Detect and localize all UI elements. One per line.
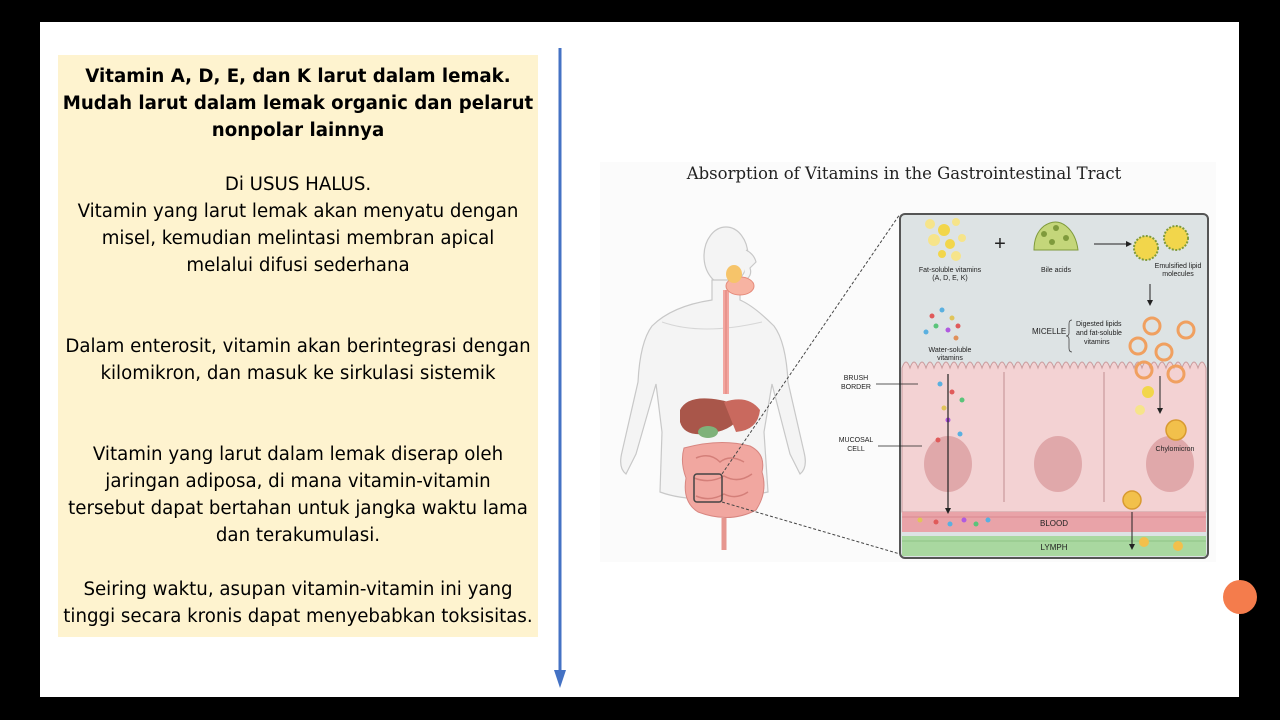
heading-line-1: Vitamin A, D, E, dan K larut dalam lemak…	[85, 66, 511, 87]
spacer	[62, 387, 534, 441]
paragraph-3-line-2: jaringan adiposa, di mana vitamin-vitami…	[105, 471, 491, 492]
bile-acids-icon	[1033, 221, 1079, 251]
slide: Vitamin A, D, E, dan K larut dalam lemak…	[40, 22, 1239, 697]
micelle-icon	[1128, 316, 1196, 384]
paragraph-3-line-3: tersebut dapat bertahan untuk jangka wak…	[68, 498, 528, 519]
spacer	[62, 549, 534, 576]
bile-acids-label: Bile acids	[1041, 267, 1071, 274]
paragraph-4-line-1: Seiring waktu, asupan vitamin-vitamin in…	[83, 579, 513, 600]
blood-label: BLOOD	[1040, 519, 1068, 528]
chylomicron-icon	[1122, 386, 1187, 551]
paragraph-2-line-1: Dalam enterosit, vitamin akan berintegra…	[65, 336, 531, 357]
fat-soluble-label-2: (A, D, E, K)	[932, 275, 967, 282]
paragraph-1-line-2: Vitamin yang larut lemak akan menyatu de…	[77, 201, 519, 222]
emulsified-lipid-icon	[1133, 225, 1189, 261]
water-soluble-vitamins-icon	[923, 307, 961, 341]
spacer	[62, 144, 534, 171]
paragraph-4-line-2: tinggi secara kronis dapat menyebabkan t…	[63, 606, 533, 627]
paragraph-1-line-4: melalui difusi sederhana	[186, 255, 410, 276]
water-soluble-label-2: vitamins	[937, 355, 963, 362]
vitamin-dots-in-cell	[917, 381, 991, 527]
fat-soluble-label-1: Fat-soluble vitamins	[919, 267, 982, 274]
heading-line-2: Mudah larut dalam lemak organic dan pela…	[62, 93, 534, 114]
spacer	[62, 279, 534, 333]
heading-line-3: nonpolar lainnya	[211, 120, 385, 141]
fat-soluble-vitamins-icon	[925, 218, 966, 261]
digested-label-1: Digested lipids	[1076, 321, 1122, 328]
diagram-title: Absorption of Vitamins in the Gastrointe…	[686, 164, 1122, 183]
text-panel: Vitamin A, D, E, dan K larut dalam lemak…	[58, 55, 538, 637]
mucosal-cell-label-2: CELL	[847, 446, 865, 453]
emulsified-label-2: molecules	[1162, 271, 1194, 278]
down-arrow-icon	[554, 48, 566, 688]
mucosal-cell-label-1: MUCOSAL	[839, 437, 874, 444]
record-indicator-icon	[1223, 580, 1257, 614]
water-soluble-label-1: Water-soluble	[929, 347, 972, 354]
paragraph-3-line-1: Vitamin yang larut dalam lemak diserap o…	[92, 444, 504, 465]
chylomicron-label: Chylomicron	[1156, 446, 1195, 453]
paragraph-3-line-4: dan terakumulasi.	[215, 525, 381, 546]
paragraph-1-line-3: misel, kemudian melintasi membran apical	[101, 228, 495, 249]
intestinal-cell-detail: BLOOD LYMPH Fat-soluble vitamins (A, D, …	[899, 213, 1209, 559]
brush-border-label-2: BORDER	[841, 384, 871, 391]
digested-label-3: vitamins	[1084, 339, 1110, 346]
vitamin-absorption-diagram: Absorption of Vitamins in the Gastrointe…	[600, 162, 1216, 562]
paragraph-1-line-1: Di USUS HALUS.	[224, 174, 372, 195]
paragraph-2-line-2: kilomikron, dan masuk ke sirkulasi siste…	[100, 363, 496, 384]
lymph-label: LYMPH	[1041, 543, 1068, 552]
micelle-label: MICELLE	[1032, 327, 1066, 336]
brush-border-label-1: BRUSH	[844, 375, 869, 382]
emulsified-label-1: Emulsified lipid	[1155, 263, 1202, 270]
plus-sign: +	[994, 233, 1006, 255]
human-body-illustration	[620, 213, 901, 555]
digested-label-2: and fat-soluble	[1076, 330, 1122, 337]
